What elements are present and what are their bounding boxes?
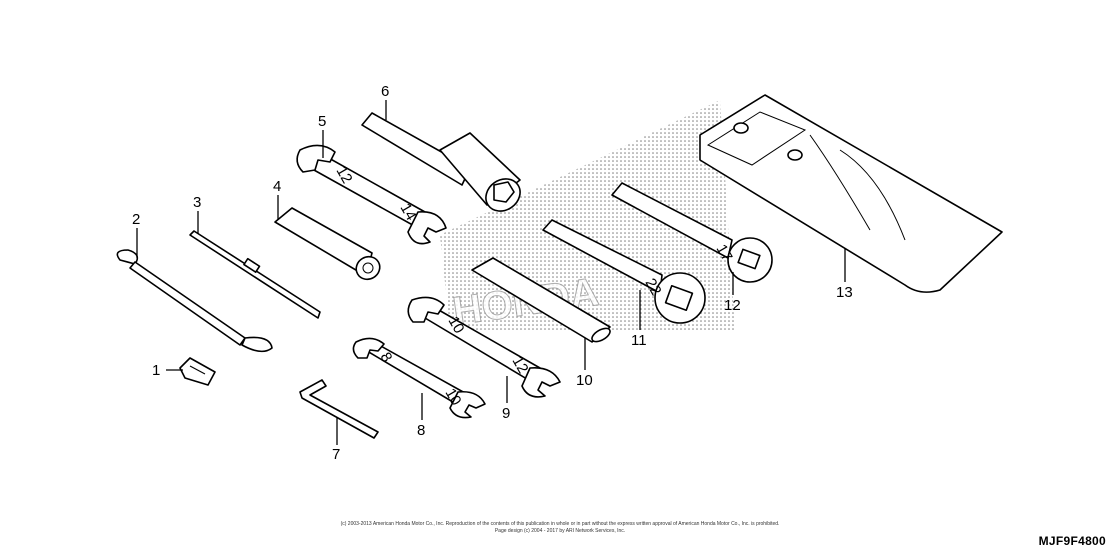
callout-3[interactable]: 3 (193, 194, 201, 211)
callout-numbers: 1 2 3 4 5 6 7 8 9 10 11 12 13 (132, 83, 853, 463)
part-9-wrench[interactable]: 10 12 (407, 296, 561, 398)
stamp-22: 22 (642, 276, 665, 299)
callout-13[interactable]: 13 (836, 284, 853, 301)
part-5-wrench[interactable]: 12 14 (296, 144, 447, 245)
stamp-12: 12 (333, 164, 356, 187)
part-12-box-wrench[interactable]: 17 (611, 182, 773, 283)
callout-10[interactable]: 10 (576, 372, 593, 389)
part-11-box-wrench[interactable]: 22 (542, 219, 706, 324)
part-7-hex-key[interactable] (299, 379, 379, 439)
leader-lines (136, 100, 846, 445)
callout-2[interactable]: 2 (132, 211, 140, 228)
callout-4[interactable]: 4 (273, 178, 281, 195)
callout-9[interactable]: 9 (502, 405, 510, 422)
stamp-12b: 12 (509, 354, 532, 377)
part-6-socket[interactable] (361, 112, 526, 218)
callout-1[interactable]: 1 (152, 362, 160, 379)
stamp-17: 17 (713, 242, 736, 265)
part-4-screwdriver-handle[interactable] (274, 207, 384, 284)
callout-7[interactable]: 7 (332, 446, 340, 463)
callout-5[interactable]: 5 (318, 113, 326, 130)
diagram-code: MJF9F4800 (1038, 534, 1106, 548)
part-13-tool-bag[interactable] (699, 94, 1003, 293)
callout-12[interactable]: 12 (724, 297, 741, 314)
callout-11[interactable]: 11 (631, 332, 647, 349)
stamp-10: 10 (445, 314, 468, 337)
part-3-screwdriver[interactable] (189, 230, 321, 319)
part-8-wrench[interactable]: 8 10 (352, 337, 486, 419)
callout-6[interactable]: 6 (381, 83, 389, 100)
part-1-clip[interactable] (179, 357, 216, 386)
stamp-14: 14 (397, 201, 420, 224)
stamp-10b: 10 (442, 386, 465, 409)
callout-8[interactable]: 8 (417, 422, 425, 439)
copyright-notice: (c) 2003-2013 American Honda Motor Co., … (340, 521, 780, 527)
page-design-notice: Page design (c) 2004 - 2017 by ARI Netwo… (494, 528, 626, 534)
part-2-cable[interactable] (116, 249, 273, 353)
part-10-handle-bar[interactable] (471, 257, 612, 344)
